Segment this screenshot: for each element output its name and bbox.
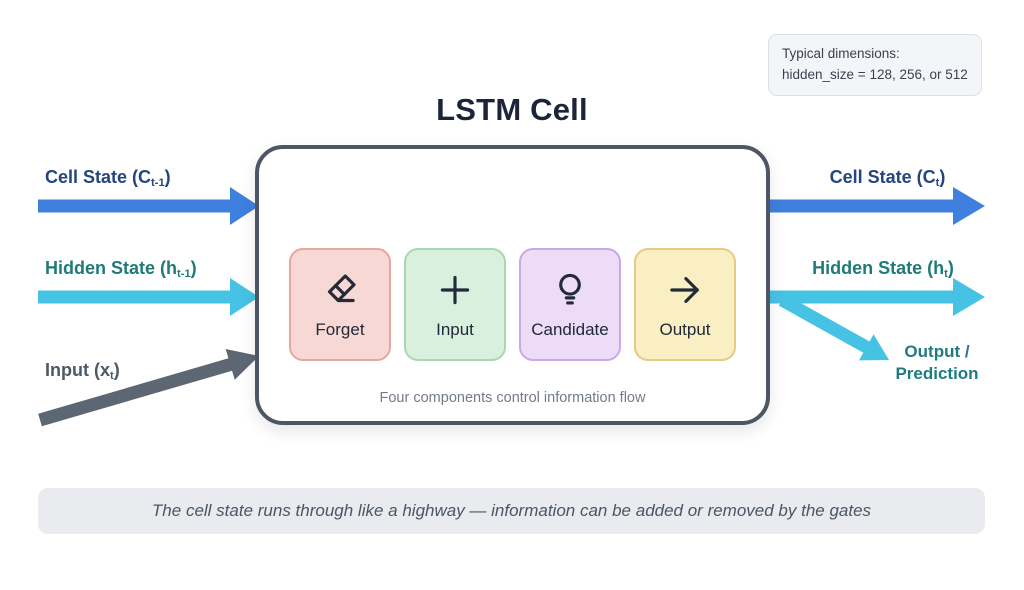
page-title: LSTM Cell (436, 92, 588, 127)
output-gate: Output (634, 248, 736, 361)
cell-state-in-arrow (38, 187, 259, 225)
gate-label: Output (659, 320, 711, 339)
forget-gate: Forget (289, 248, 391, 361)
note-line-1: Typical dimensions: (782, 46, 900, 61)
hidden-state-prev-label: Hidden State (ht-1) (45, 258, 197, 281)
cell-caption: Four components control information flow (379, 390, 646, 406)
arrow-right-icon (664, 269, 706, 311)
eraser-icon (319, 269, 361, 311)
typical-dimensions-note: Typical dimensions: hidden_size = 128, 2… (768, 34, 982, 96)
candidate-gate: Candidate (519, 248, 621, 361)
gate-label: Input (436, 320, 474, 339)
gates-row: Forget Input (259, 248, 766, 361)
lightbulb-icon (549, 269, 591, 311)
output-prediction-label: Output / Prediction (895, 342, 979, 383)
hidden-state-in-arrow (38, 278, 259, 316)
cell-state-prev-label: Cell State (Ct-1) (45, 167, 171, 190)
output-branch-arrow (778, 294, 889, 361)
plus-icon (434, 269, 476, 311)
cell-state-out-label: Cell State (Ct) (829, 167, 946, 190)
gate-label: Forget (315, 320, 365, 339)
note-line-2: hidden_size = 128, 256, or 512 (782, 66, 968, 82)
gate-label: Candidate (531, 320, 609, 339)
highway-note: The cell state runs through like a highw… (38, 488, 985, 534)
hidden-state-out-label: Hidden State (ht) (812, 258, 954, 281)
input-gate: Input (404, 248, 506, 361)
highway-note-text: The cell state runs through like a highw… (151, 501, 872, 520)
lstm-cell-box: Forget Input (255, 145, 770, 425)
cell-state-out-arrow (770, 187, 985, 225)
hidden-state-out-arrow (770, 278, 985, 316)
input-x-label: Input (xt) (45, 360, 120, 383)
